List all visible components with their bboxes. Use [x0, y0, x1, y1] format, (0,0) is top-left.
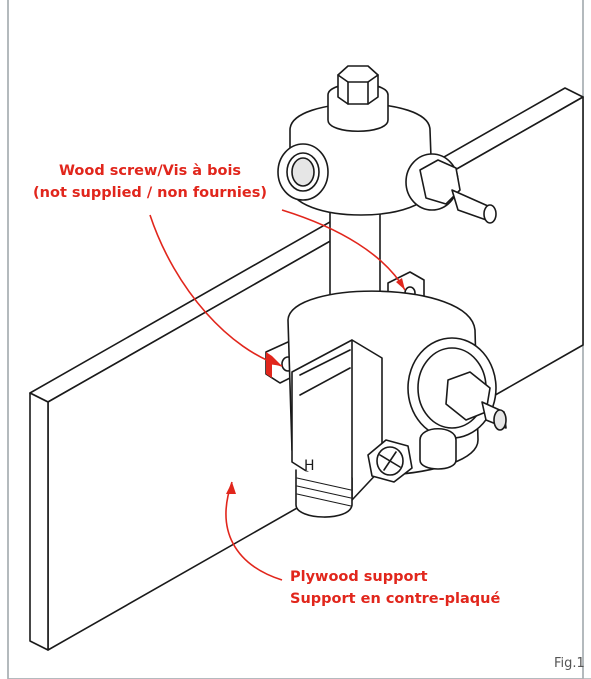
callout-lines [149, 209, 406, 581]
screw-arrow-left [268, 356, 282, 366]
screw-arrow-right [396, 278, 405, 290]
wood-screw-note: (not supplied / non fournies) [33, 185, 267, 201]
wood-screw-label: Wood screw/Vis à bois [58, 163, 242, 179]
plywood-leader [225, 481, 283, 581]
plywood-label-fr: Support en contre-plaqué [290, 591, 501, 607]
plywood-callout: Plywood support Support en contre-plaqué [290, 566, 500, 610]
wood-screw-callout: Wood screw/Vis à bois (not supplied / no… [0, 160, 300, 204]
plywood-label-en: Plywood support [290, 569, 428, 585]
screw-leader-right [281, 209, 406, 291]
figure-label: Fig.1 [554, 656, 585, 671]
valve-marking-h: H [304, 458, 315, 474]
upper-valve-body [277, 65, 497, 312]
screw-leader-left [149, 214, 283, 367]
plywood-arrow [226, 482, 236, 494]
lower-valve-body [287, 290, 507, 518]
